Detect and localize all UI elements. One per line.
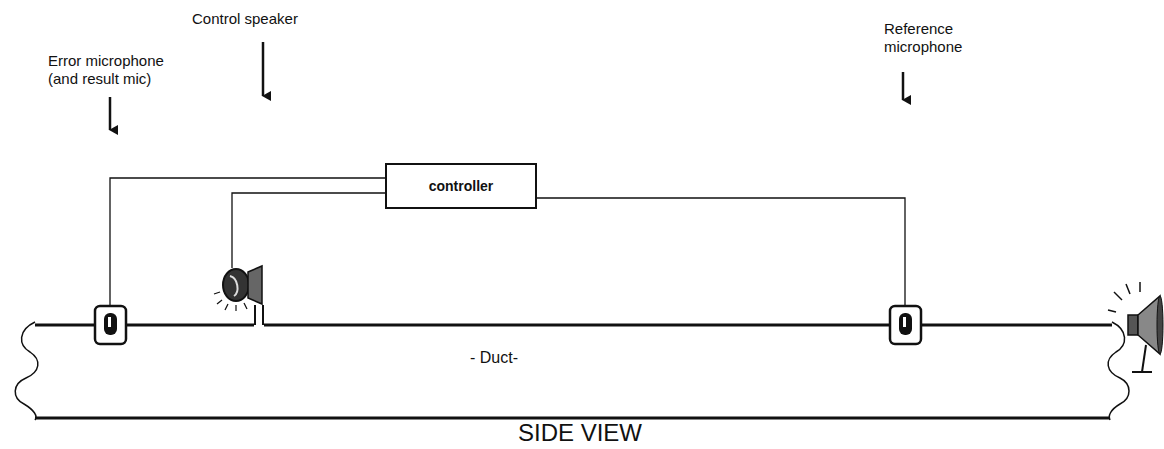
duct-label: - Duct- — [470, 349, 518, 367]
view-caption: SIDE VIEW — [380, 419, 780, 447]
error-microphone — [95, 306, 126, 344]
speaker-label: Control speaker — [192, 10, 342, 28]
microphone-label: Reference microphone — [884, 20, 984, 56]
noise-loudspeaker — [1108, 282, 1163, 372]
controller-box: controller — [385, 163, 537, 209]
reference-microphone — [890, 306, 921, 344]
duct-band: - Duct- — [35, 327, 1110, 416]
box-label: controller — [429, 178, 494, 194]
microphone-label: Error microphone (and result mic) — [48, 52, 198, 88]
control-speaker — [214, 266, 263, 325]
